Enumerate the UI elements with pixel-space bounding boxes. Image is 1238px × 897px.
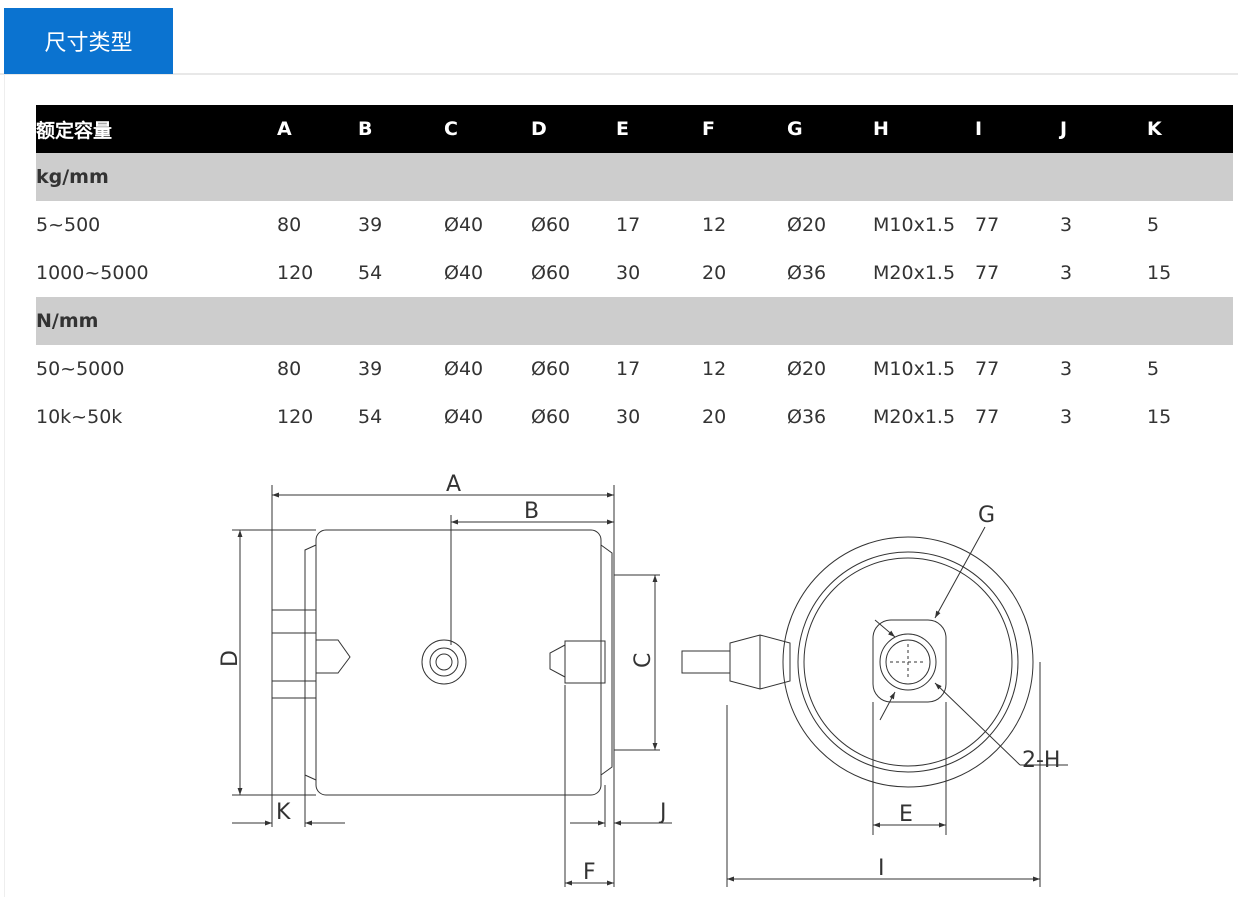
table-cell: 54 — [358, 406, 383, 428]
table-cell: M10x1.5 — [873, 358, 956, 380]
table-cell: 1000~5000 — [36, 262, 149, 284]
table-cell: 50~5000 — [36, 358, 125, 380]
table-cell: M10x1.5 — [873, 214, 956, 236]
table-cell: 15 — [1147, 406, 1172, 428]
table-cell: 77 — [975, 262, 1000, 284]
table-cell: 20 — [702, 406, 727, 428]
table-cell: M20x1.5 — [873, 406, 956, 428]
table-cell: 39 — [358, 214, 383, 236]
header-b: B — [358, 105, 444, 153]
table-row: 1000~5000 120 54 Ø40 Ø60 30 20 Ø36 M20x1.5 77 3 15 — [36, 249, 1233, 297]
header-i: I — [975, 105, 1060, 153]
header-c: C — [444, 105, 531, 153]
table-cell: Ø60 — [531, 406, 571, 428]
table-cell: 80 — [277, 214, 302, 236]
table-cell: Ø40 — [444, 358, 484, 380]
group-row: kg/mm — [36, 153, 1233, 201]
header-j: J — [1060, 105, 1147, 153]
table-cell: 3 — [1060, 406, 1073, 428]
table-cell: Ø40 — [444, 406, 484, 428]
group-label: N/mm — [36, 297, 1233, 345]
right-thread — [564, 640, 606, 684]
table-cell: 120 — [277, 406, 314, 428]
label-b: B — [524, 499, 539, 524]
table-cell: Ø60 — [531, 262, 571, 284]
table-cell: 120 — [277, 262, 314, 284]
table-cell: Ø20 — [787, 214, 827, 236]
table-cell: Ø60 — [531, 214, 571, 236]
table-cell: 20 — [702, 262, 727, 284]
cylinder-body — [315, 529, 602, 796]
label-g: G — [978, 503, 995, 528]
table-cell: 80 — [277, 358, 302, 380]
table-cell: 17 — [616, 358, 641, 380]
table-cell: Ø36 — [787, 262, 827, 284]
table-cell: Ø40 — [444, 262, 484, 284]
leader-g — [934, 526, 986, 619]
table-cell: Ø40 — [444, 214, 484, 236]
table-cell: 30 — [616, 406, 641, 428]
label-f: F — [583, 860, 596, 885]
table-cell: 5 — [1147, 214, 1160, 236]
group-row: N/mm — [36, 297, 1233, 345]
table-cell: M20x1.5 — [873, 262, 956, 284]
left-mount — [271, 609, 317, 699]
table-cell: 15 — [1147, 262, 1172, 284]
table-row: 5~500 80 39 Ø40 Ø60 17 12 Ø20 M10x1.5 77 3 5 — [36, 201, 1233, 249]
tab-bar: 尺寸类型 — [0, 0, 1238, 75]
table-cell: 77 — [975, 214, 1000, 236]
table-cell: 10k~50k — [36, 406, 123, 428]
table-row: 10k~50k 120 54 Ø40 Ø60 30 20 Ø36 M20x1.5 77 3 15 — [36, 393, 1233, 441]
tab-dimensions[interactable]: 尺寸类型 — [4, 8, 173, 74]
table-row: 50~5000 80 39 Ø40 Ø60 17 12 Ø20 M10x1.5 77 3 5 — [36, 345, 1233, 393]
table-cell: Ø20 — [787, 358, 827, 380]
header-a: A — [277, 105, 358, 153]
label-2h: 2-H — [1022, 748, 1060, 773]
table-cell: 3 — [1060, 358, 1073, 380]
table-cell: Ø60 — [531, 358, 571, 380]
group-label: kg/mm — [36, 153, 1233, 201]
header-capacity: 额定容量 — [36, 105, 277, 153]
header-h: H — [873, 105, 975, 153]
cable — [681, 650, 731, 674]
table-cell: 77 — [975, 406, 1000, 428]
label-d: D — [218, 650, 243, 667]
table-cell: 5~500 — [36, 214, 101, 236]
table-header-row: 额定容量 A B C D E F G H I J K — [36, 105, 1233, 153]
table-cell: 3 — [1060, 214, 1073, 236]
table-cell: 5 — [1147, 358, 1160, 380]
table-cell: 39 — [358, 358, 383, 380]
dimension-drawing: A B D C K J F G 2-H E I — [0, 455, 1238, 897]
table-cell: 54 — [358, 262, 383, 284]
spec-table: 额定容量 A B C D E F G H I J K kg/mm 5~500 80 3… — [36, 105, 1233, 441]
label-i: I — [878, 856, 885, 881]
table-cell: 3 — [1060, 262, 1073, 284]
table-cell: 30 — [616, 262, 641, 284]
label-a: A — [446, 472, 461, 497]
table-cell: 12 — [702, 214, 727, 236]
header-g: G — [787, 105, 873, 153]
cable-gland — [421, 639, 467, 685]
front-outer-ring — [782, 536, 1034, 788]
dimension-drawing-svg: A B D C K J F G 2-H E I — [218, 472, 1068, 887]
header-k: K — [1147, 105, 1233, 153]
table-cell: Ø36 — [787, 406, 827, 428]
label-k: K — [276, 800, 291, 825]
header-f: F — [702, 105, 787, 153]
table-cell: 17 — [616, 214, 641, 236]
table-cell: 77 — [975, 358, 1000, 380]
panel-border — [4, 75, 5, 897]
label-c: C — [631, 653, 656, 668]
table-cell: 12 — [702, 358, 727, 380]
label-j: J — [658, 800, 667, 825]
front-mount — [872, 619, 947, 703]
front-thread-hole — [879, 633, 937, 691]
header-d: D — [531, 105, 616, 153]
label-e: E — [899, 802, 913, 827]
header-e: E — [616, 105, 702, 153]
